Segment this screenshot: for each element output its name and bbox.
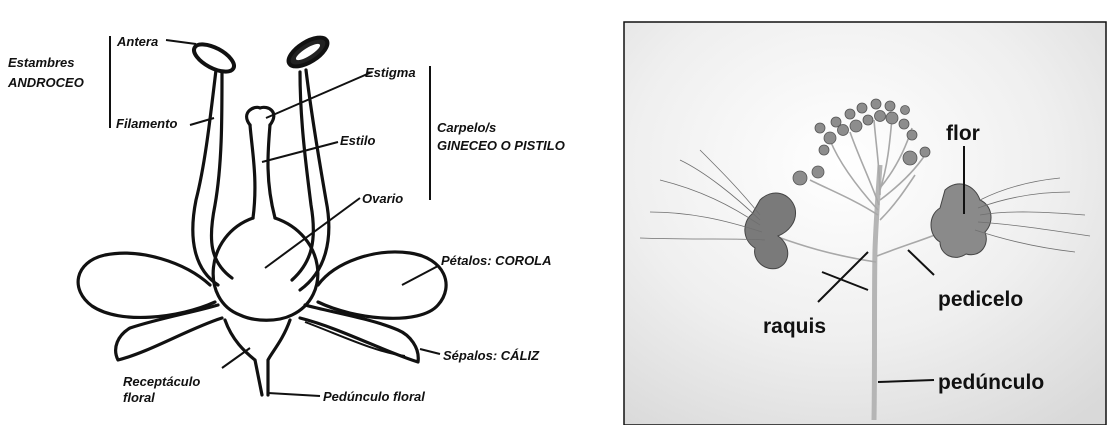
label-carpelos: Carpelo/s [437,120,496,135]
petal-right [318,252,446,318]
label-antera: Antera [116,34,158,49]
label-pedunculo: pedúnculo [938,371,1044,394]
anther-left [190,39,238,77]
leader-pedunculo-floral [268,393,320,396]
label-pedunculo-floral: Pedúnculo floral [323,389,425,404]
label-receptaculo-1: Receptáculo [123,374,200,389]
label-filamento: Filamento [116,116,177,131]
label-estigma: Estigma [365,65,416,80]
flower-diagram: Antera Estambres ANDROCEO Filamento Esti… [7,32,565,405]
leader-petalos [402,266,438,285]
label-estambres: Estambres [8,55,74,70]
inflorescence-photo: flor pedicelo raquis pedúnculo [624,22,1106,425]
label-petalos: Pétalos: COROLA [441,253,552,268]
label-raquis: raquis [763,315,826,338]
leader-estigma [266,72,372,118]
label-pedicelo: pedicelo [938,288,1023,311]
photo-frame [624,22,1106,425]
sepal-left [116,305,222,360]
stamen-filament-left-inner [211,72,232,278]
label-estilo: Estilo [340,133,375,148]
receptacle [225,320,290,395]
label-androceo: ANDROCEO [7,75,84,90]
label-gineceo: GINECEO O PISTILO [437,138,565,153]
leader-sepalos [420,349,440,354]
label-receptaculo-2: floral [123,390,155,405]
petal-left [78,253,215,317]
leader-antera [166,40,196,44]
sepal-right [300,305,418,362]
label-flor: flor [946,122,980,145]
label-ovario: Ovario [362,191,403,206]
label-sepalos: Sépalos: CÁLIZ [443,348,540,363]
style [250,125,275,218]
leader-receptaculo [222,348,250,368]
leader-estilo [262,142,338,162]
